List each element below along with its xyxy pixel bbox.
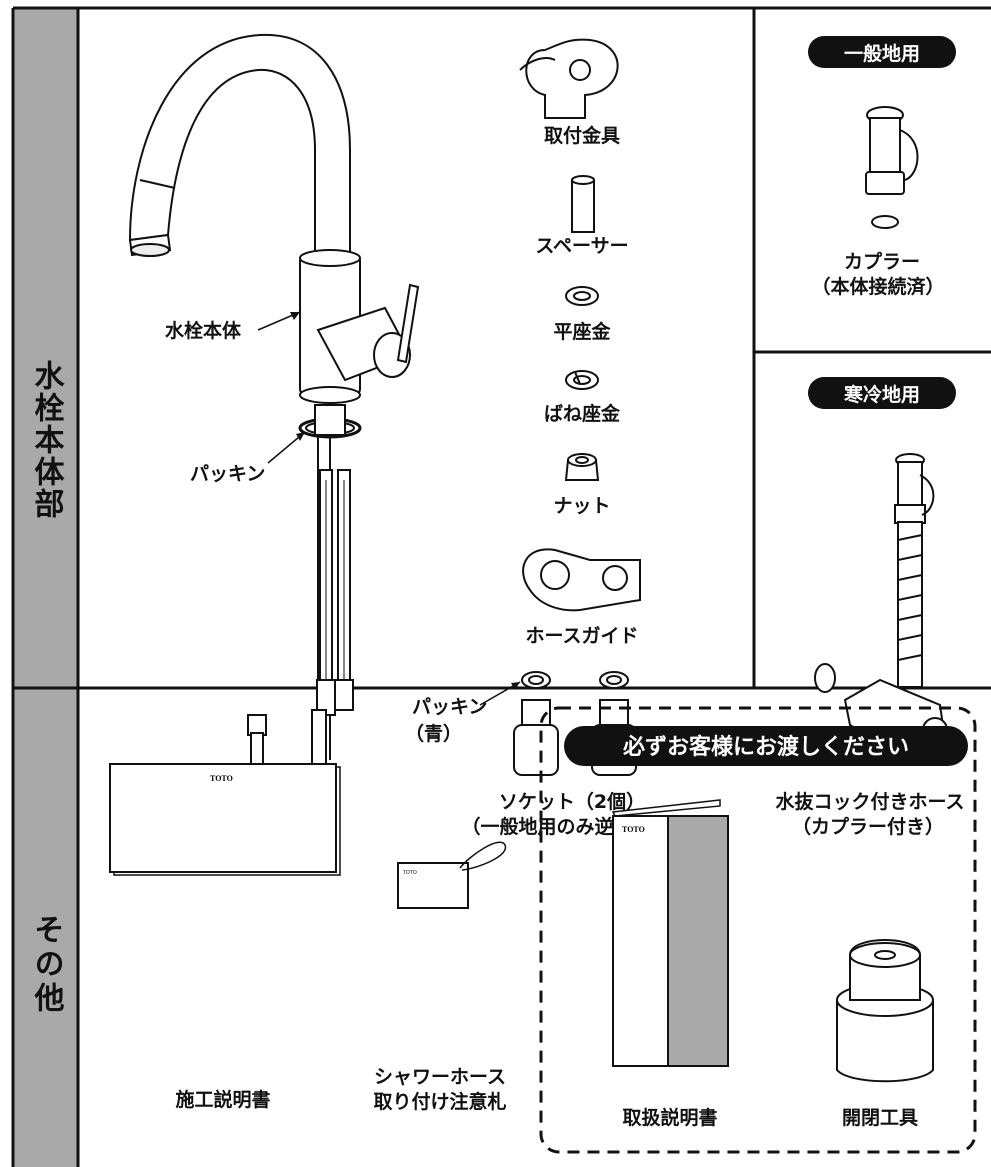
caution-tag-label-1: シャワーホース bbox=[374, 1066, 506, 1088]
flat-washer-label: 平座金 bbox=[553, 320, 611, 343]
user-manual-icon: TOTO bbox=[611, 799, 729, 1067]
opening-tool-label: 開閉工具 bbox=[842, 1107, 918, 1129]
packing-blue-label-2: （青） bbox=[405, 722, 462, 745]
section-label-main: 水栓本体部 bbox=[29, 360, 65, 520]
general-area-badge-text: 一般地用 bbox=[844, 42, 920, 65]
install-manual-brand: TOTO bbox=[210, 774, 233, 783]
install-manual-label: 施工説明書 bbox=[175, 1088, 270, 1111]
install-manual-icon: TOTO bbox=[109, 763, 341, 876]
drain-hose-icon bbox=[814, 453, 948, 757]
drain-hose-label-2: （カプラー付き） bbox=[792, 815, 944, 838]
coupler-label-2: （本体接続済） bbox=[811, 275, 944, 298]
cold-area-badge bbox=[808, 377, 956, 409]
bracket-label: 取付金具 bbox=[544, 124, 620, 147]
socket-label-1: ソケット（2個） bbox=[499, 790, 645, 813]
flat-washer-icon bbox=[565, 286, 599, 306]
bracket-icon bbox=[519, 38, 619, 119]
hose-guide-label: ホースガイド bbox=[525, 625, 638, 647]
spring-washer-icon bbox=[565, 370, 599, 390]
handover-title: 必ずお客様にお渡しください bbox=[623, 734, 909, 760]
handover-title-badge bbox=[564, 726, 968, 766]
user-manual-brand: TOTO bbox=[622, 825, 645, 834]
spacer-icon bbox=[571, 175, 595, 233]
faucet-body-label: 水栓本体 bbox=[165, 319, 242, 342]
caution-tag-label-2: 取り付け注意札 bbox=[373, 1090, 506, 1113]
nut-icon bbox=[564, 453, 600, 481]
nut-label: ナット bbox=[553, 495, 610, 517]
cold-area-badge-text: 寒冷地用 bbox=[844, 383, 920, 406]
caution-tag-brand: TOTO bbox=[403, 870, 417, 876]
coupler-icon bbox=[865, 106, 919, 229]
table-frame bbox=[11, 6, 991, 1167]
handover-box bbox=[539, 706, 977, 1154]
coupler-label-1: カプラー bbox=[844, 250, 920, 273]
section-label-column bbox=[13, 8, 78, 1167]
spacer-label: スペーサー bbox=[535, 235, 628, 257]
section-label-other: その他 bbox=[29, 914, 66, 1016]
faucet-body-illustration bbox=[128, 33, 420, 836]
packing-label: パッキン bbox=[190, 463, 265, 485]
packing-blue-label-1: パッキン bbox=[412, 696, 487, 718]
drain-hose-label-1: 水抜コック付きホース bbox=[775, 790, 964, 813]
socket-icon-left bbox=[513, 671, 559, 776]
general-area-badge bbox=[808, 36, 956, 68]
spring-washer-label: ばね座金 bbox=[544, 402, 621, 425]
caution-tag-icon: TOTO bbox=[397, 841, 507, 909]
opening-tool-icon bbox=[836, 939, 934, 1083]
user-manual-label: 取扱説明書 bbox=[622, 1106, 717, 1129]
hose-guide-icon bbox=[522, 548, 641, 612]
